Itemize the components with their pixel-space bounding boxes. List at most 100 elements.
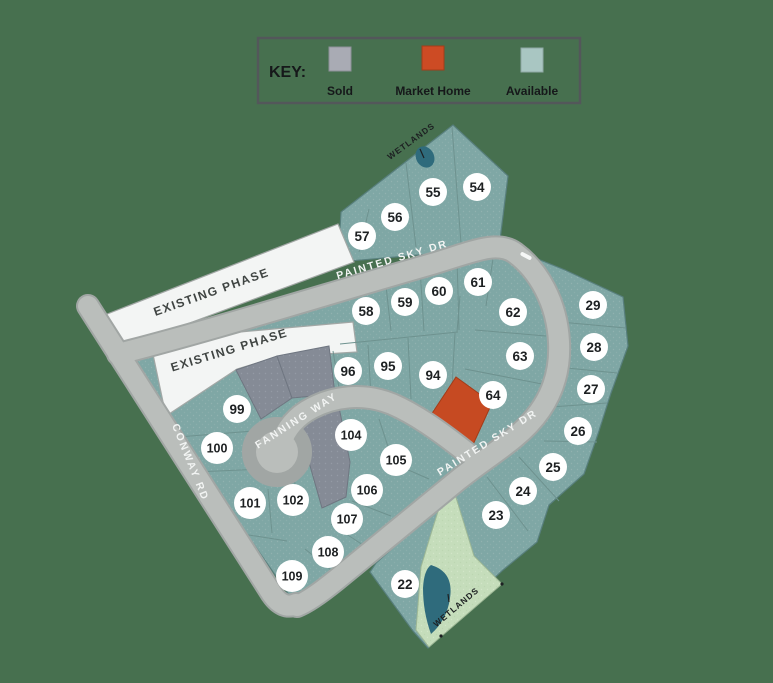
pond-lower bbox=[423, 565, 451, 634]
lot-marker-63[interactable]: 63 bbox=[506, 342, 534, 370]
fanning-way-culdesac bbox=[256, 431, 298, 473]
lot-marker-64[interactable]: 64 bbox=[479, 381, 507, 409]
lot-marker-23[interactable]: 23 bbox=[482, 501, 510, 529]
lot-number: 54 bbox=[469, 180, 485, 195]
lot-circle bbox=[425, 277, 453, 305]
lot-number: 24 bbox=[515, 484, 531, 499]
lot-circle bbox=[464, 268, 492, 296]
key-swatch-sold bbox=[328, 46, 352, 72]
lot-markers: 22 23 24 25 26 27 28 29 54 55 56 57 58 59 60 61 62 63 64 94… bbox=[201, 173, 608, 598]
key-label-available: Available bbox=[506, 84, 559, 98]
lot-marker-104[interactable]: 104 bbox=[335, 419, 367, 451]
lot-number: 99 bbox=[229, 402, 244, 417]
lot-number: 27 bbox=[583, 382, 598, 397]
lot-number: 108 bbox=[318, 546, 339, 560]
lot-circle bbox=[276, 560, 308, 592]
lot-marker-61[interactable]: 61 bbox=[464, 268, 492, 296]
lot-circle bbox=[499, 298, 527, 326]
lot-number: 94 bbox=[425, 368, 441, 383]
lot-number: 57 bbox=[354, 229, 369, 244]
lot-circle bbox=[381, 203, 409, 231]
key-swatch-available bbox=[520, 47, 544, 73]
lot-circle bbox=[580, 333, 608, 361]
lot-circle bbox=[312, 536, 344, 568]
lot-circle bbox=[201, 432, 233, 464]
key-title: KEY: bbox=[269, 64, 306, 81]
lot-marker-95[interactable]: 95 bbox=[374, 352, 402, 380]
lot-marker-59[interactable]: 59 bbox=[391, 288, 419, 316]
lot-circle bbox=[223, 395, 251, 423]
lot-marker-94[interactable]: 94 bbox=[419, 361, 447, 389]
lot-number: 25 bbox=[545, 460, 561, 475]
key-swatch-market-home bbox=[421, 45, 445, 71]
road-painted-sky bbox=[108, 237, 570, 616]
lot-number: 59 bbox=[397, 295, 412, 310]
survey-dot bbox=[500, 582, 504, 586]
lot-marker-26[interactable]: 26 bbox=[564, 417, 592, 445]
lot-marker-28[interactable]: 28 bbox=[580, 333, 608, 361]
lot-marker-62[interactable]: 62 bbox=[499, 298, 527, 326]
lot-marker-27[interactable]: 27 bbox=[577, 375, 605, 403]
key-label-sold: Sold bbox=[327, 84, 353, 98]
lot-number: 96 bbox=[340, 364, 356, 379]
lot-number: 26 bbox=[570, 424, 586, 439]
lot-number: 61 bbox=[470, 275, 486, 290]
lot-marker-102[interactable]: 102 bbox=[277, 484, 309, 516]
lot-circle bbox=[419, 178, 447, 206]
lot-circle bbox=[579, 291, 607, 319]
lot-circle bbox=[380, 444, 412, 476]
lot-number: 55 bbox=[425, 185, 441, 200]
lot-marker-25[interactable]: 25 bbox=[539, 453, 567, 481]
lot-circle bbox=[234, 487, 266, 519]
lot-marker-100[interactable]: 100 bbox=[201, 432, 233, 464]
road-fanning-way bbox=[272, 387, 476, 462]
lot-marker-58[interactable]: 58 bbox=[352, 297, 380, 325]
lot-number: 60 bbox=[431, 284, 446, 299]
lot-number: 56 bbox=[387, 210, 403, 225]
lot-marker-56[interactable]: 56 bbox=[381, 203, 409, 231]
lot-marker-24[interactable]: 24 bbox=[509, 477, 537, 505]
lot-circle bbox=[509, 477, 537, 505]
lot-number: 104 bbox=[341, 429, 362, 443]
lot-number: 101 bbox=[240, 497, 261, 511]
lot-number: 28 bbox=[586, 340, 602, 355]
lot-circle bbox=[539, 453, 567, 481]
lot-number: 62 bbox=[505, 305, 520, 320]
lot-marker-57[interactable]: 57 bbox=[348, 222, 376, 250]
lot-marker-108[interactable]: 108 bbox=[312, 536, 344, 568]
lot-number: 58 bbox=[358, 304, 374, 319]
lot-marker-106[interactable]: 106 bbox=[351, 474, 383, 506]
lot-number: 23 bbox=[488, 508, 504, 523]
key-label-market-home: Market Home bbox=[395, 84, 471, 98]
lot-marker-54[interactable]: 54 bbox=[463, 173, 491, 201]
map-key: KEY: Sold Market Home Available bbox=[256, 36, 582, 105]
lot-circle bbox=[277, 484, 309, 516]
lot-marker-105[interactable]: 105 bbox=[380, 444, 412, 476]
lot-marker-96[interactable]: 96 bbox=[334, 357, 362, 385]
lot-marker-99[interactable]: 99 bbox=[223, 395, 251, 423]
lot-circle bbox=[463, 173, 491, 201]
lot-circle bbox=[331, 503, 363, 535]
lot-circle bbox=[479, 381, 507, 409]
lot-marker-55[interactable]: 55 bbox=[419, 178, 447, 206]
lot-number: 63 bbox=[512, 349, 528, 364]
lot-marker-60[interactable]: 60 bbox=[425, 277, 453, 305]
lot-circle bbox=[348, 222, 376, 250]
lot-marker-109[interactable]: 109 bbox=[276, 560, 308, 592]
lot-circle bbox=[564, 417, 592, 445]
lot-circle bbox=[335, 419, 367, 451]
lot-circle bbox=[506, 342, 534, 370]
lot-marker-29[interactable]: 29 bbox=[579, 291, 607, 319]
lot-circle bbox=[352, 297, 380, 325]
lot-marker-107[interactable]: 107 bbox=[331, 503, 363, 535]
survey-dot bbox=[439, 634, 443, 638]
lot-number: 95 bbox=[380, 359, 396, 374]
lot-circle bbox=[351, 474, 383, 506]
lot-number: 64 bbox=[485, 388, 501, 403]
pond-upper bbox=[415, 146, 435, 168]
lot-marker-101[interactable]: 101 bbox=[234, 487, 266, 519]
lot-number: 109 bbox=[282, 570, 303, 584]
wetlands-leader-lower bbox=[447, 593, 450, 603]
lot-marker-22[interactable]: 22 bbox=[391, 570, 419, 598]
lot-number: 100 bbox=[207, 442, 228, 456]
